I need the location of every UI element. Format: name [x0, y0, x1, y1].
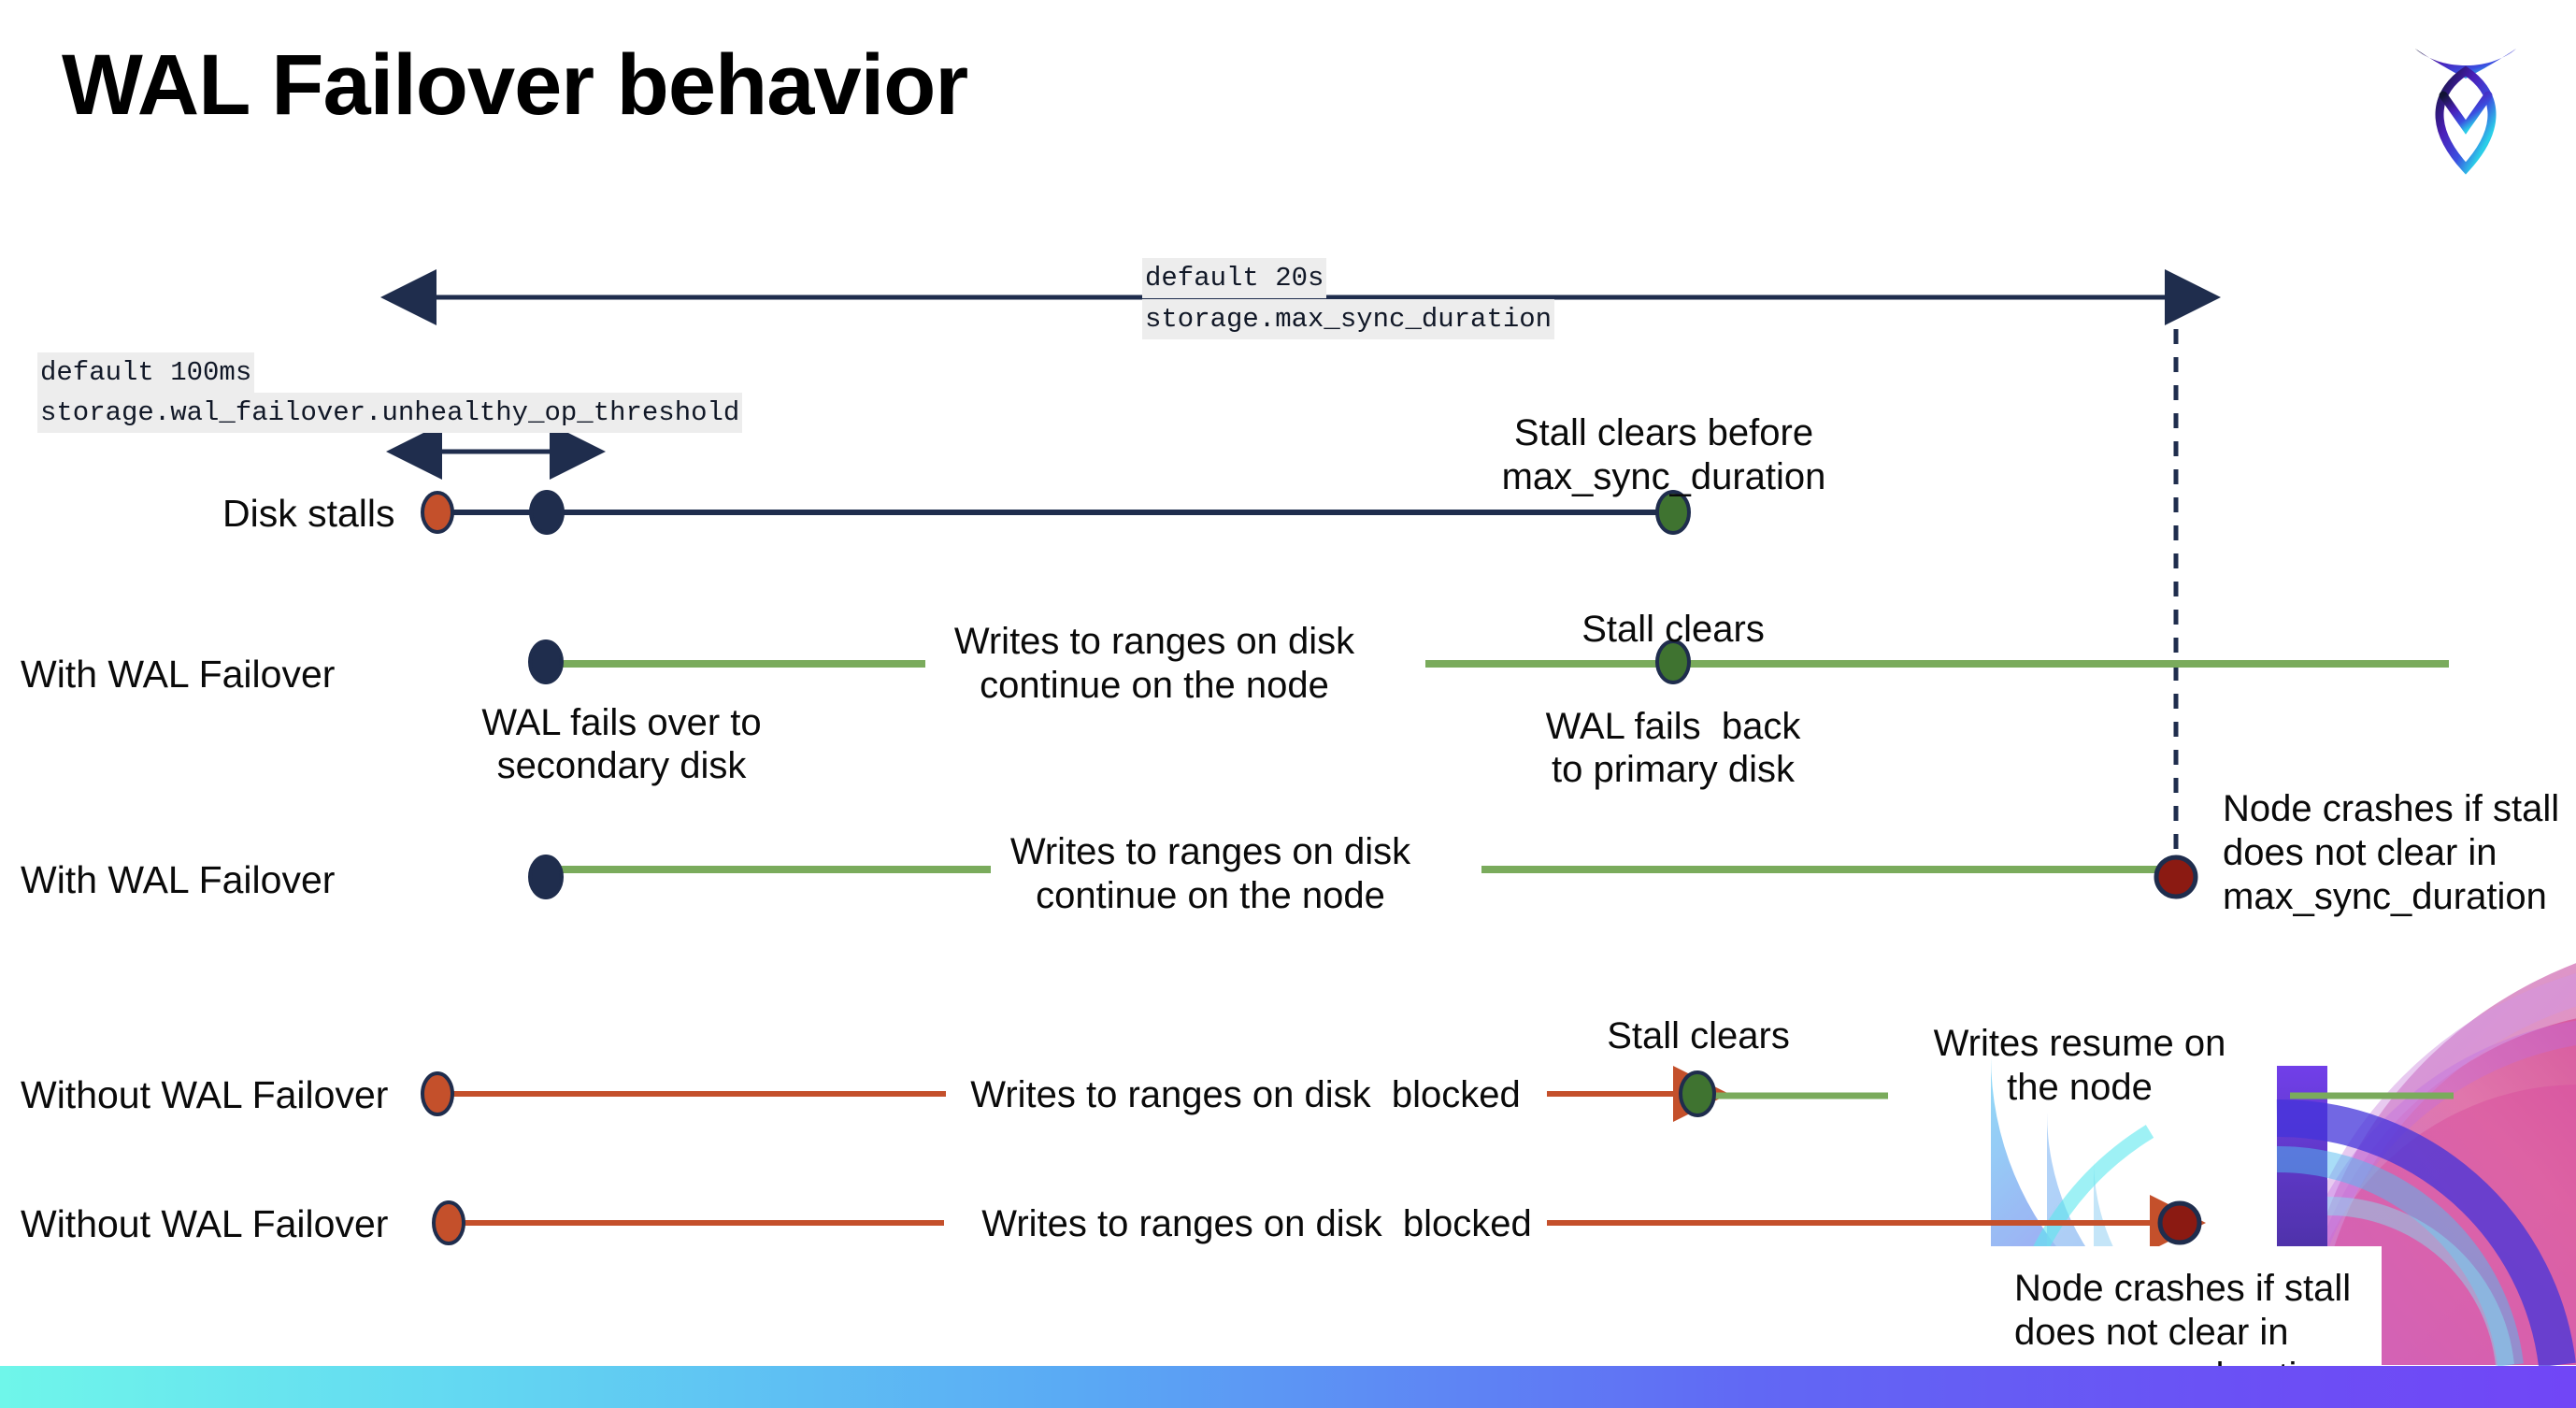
row-label-without-wal-failover-2: Without WAL Failover — [21, 1202, 389, 1245]
max-sync-default-label: default 20s — [1142, 258, 1327, 299]
note-stall-clears-1: Stall clears — [1581, 609, 1765, 650]
note-node-crashes-2-line1: Node crashes if stall — [2014, 1268, 2352, 1309]
note-wal-fails-over-line1: WAL fails over to — [481, 702, 762, 743]
wal-failover-2-start-marker — [528, 855, 564, 899]
note-wal-fails-back-line2: to primary disk — [1551, 749, 1796, 790]
note-wal-fails-back-line1: WAL fails back — [1545, 706, 1801, 747]
row-label-disk-stalls: Disk stalls — [222, 492, 395, 535]
page-title: WAL Failover behavior — [62, 37, 968, 133]
note-writes-continue-1-line2: continue on the node — [980, 665, 1329, 706]
note-node-crashes-1-line2: does not clear in — [2223, 832, 2497, 873]
wal-failover-2-crash-marker — [2154, 855, 2198, 899]
note-writes-blocked-1: Writes to ranges on disk blocked — [970, 1074, 1521, 1115]
wal-failover-1-start-marker — [528, 639, 564, 684]
note-stall-clears-2: Stall clears — [1607, 1015, 1790, 1056]
note-wal-fails-over-line2: secondary disk — [496, 745, 747, 786]
bottom-accent-bar — [0, 1366, 2576, 1408]
note-node-crashes-2-line2: does not clear in — [2014, 1312, 2289, 1353]
row-label-without-wal-failover-1: Without WAL Failover — [21, 1073, 389, 1116]
note-writes-continue-2-line2: continue on the node — [1036, 875, 1385, 916]
unhealthy-setting-label: storage.wal_failover.unhealthy_op_thresh… — [37, 393, 743, 434]
note-writes-resume-line2: the node — [2007, 1067, 2153, 1108]
without-wal-1-start-marker — [421, 1071, 454, 1116]
note-stall-clears-before-line1: Stall clears before — [1513, 412, 1814, 453]
note-writes-blocked-2: Writes to ranges on disk blocked — [981, 1203, 1532, 1244]
without-wal-2-start-marker — [432, 1200, 465, 1245]
without-wal-2-crash-marker — [2157, 1200, 2202, 1245]
note-writes-continue-1-line1: Writes to ranges on disk — [953, 621, 1355, 662]
row-label-with-wal-failover-1: With WAL Failover — [21, 653, 336, 696]
without-wal-1-clear-marker — [1679, 1070, 1716, 1117]
note-node-crashes-1-line3: max_sync_duration — [2223, 876, 2547, 917]
note-node-crashes-1-line1: Node crashes if stall — [2223, 788, 2560, 829]
disk-stall-start-marker — [421, 491, 454, 534]
disk-stall-clear-marker — [1655, 490, 1691, 535]
note-stall-clears-before-line2: max_sync_duration — [1501, 456, 1826, 497]
max-sync-setting-label: storage.max_sync_duration — [1142, 299, 1555, 340]
wal-failover-1-clear-marker — [1655, 639, 1691, 684]
row-label-with-wal-failover-2: With WAL Failover — [21, 858, 336, 901]
note-writes-resume-line1: Writes resume on — [1933, 1023, 2226, 1064]
note-writes-continue-2-line1: Writes to ranges on disk — [1009, 831, 1411, 872]
cockroachdb-logo-icon — [2415, 49, 2516, 175]
failover-trigger-marker — [529, 490, 565, 535]
unhealthy-default-label: default 100ms — [37, 352, 255, 394]
